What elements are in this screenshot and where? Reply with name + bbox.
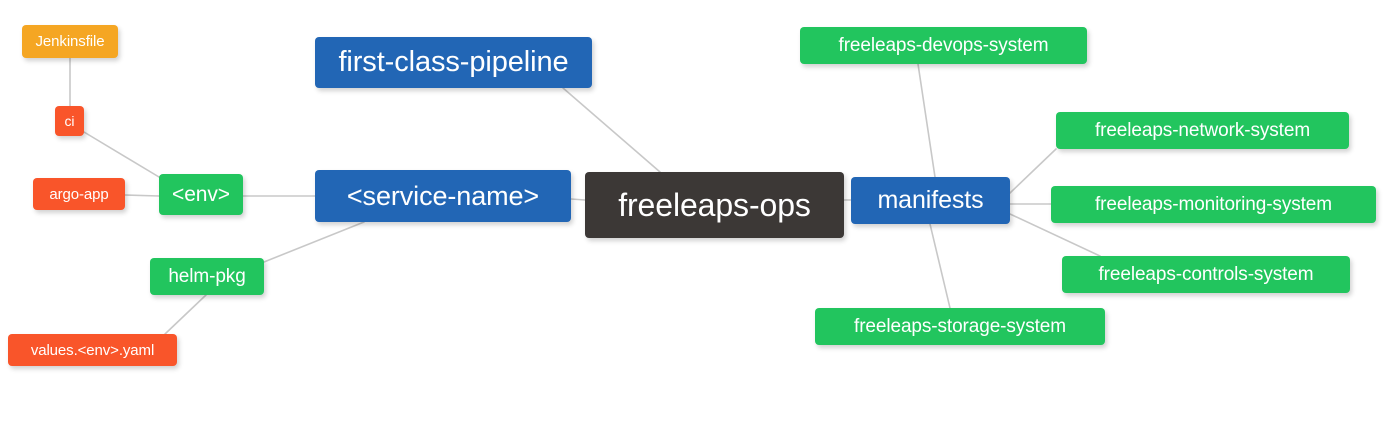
node-label-env: <env> <box>172 183 230 206</box>
node-label-ci: ci <box>64 113 75 129</box>
node-label-first-class-pipeline: first-class-pipeline <box>338 46 569 78</box>
edge-helm-pkg-to-service-name <box>263 221 365 263</box>
node-freeleaps-devops-system[interactable]: freeleaps-devops-system <box>800 27 1087 64</box>
node-label-freeleaps-monitoring-system: freeleaps-monitoring-system <box>1095 194 1332 215</box>
node-label-service-name: <service-name> <box>346 180 540 211</box>
node-label-freeleaps-network-system: freeleaps-network-system <box>1094 120 1311 141</box>
edge-ci-to-env <box>83 131 165 181</box>
node-service-name[interactable]: <service-name> <box>315 170 571 222</box>
node-values-yaml[interactable]: values.<env>.yaml <box>8 334 177 366</box>
node-label-argo-app: argo-app <box>49 185 109 203</box>
node-label-freeleaps-devops-system: freeleaps-devops-system <box>838 35 1049 56</box>
edge-service-name-to-freeleaps-ops <box>570 198 586 201</box>
node-freeleaps-monitoring-system[interactable]: freeleaps-monitoring-system <box>1051 186 1376 223</box>
edge-argo-app-to-env <box>124 194 160 197</box>
edge-manifests-to-freeleaps-devops-system <box>917 63 936 178</box>
edge-manifests-to-freeleaps-network-system <box>1009 148 1057 194</box>
node-label-manifests: manifests <box>877 186 984 214</box>
node-label-helm-pkg: helm-pkg <box>168 266 246 287</box>
edge-first-class-pipeline-to-freeleaps-ops <box>562 87 661 173</box>
node-label-values-yaml: values.<env>.yaml <box>30 341 155 359</box>
node-label-jenkinsfile: Jenkinsfile <box>35 33 105 50</box>
node-jenkinsfile[interactable]: Jenkinsfile <box>22 25 118 58</box>
node-helm-pkg[interactable]: helm-pkg <box>150 258 264 295</box>
node-manifests[interactable]: manifests <box>851 177 1010 224</box>
node-ci[interactable]: ci <box>55 106 84 136</box>
edge-values-yaml-to-helm-pkg <box>164 294 207 335</box>
node-freeleaps-controls-system[interactable]: freeleaps-controls-system <box>1062 256 1350 293</box>
node-argo-app[interactable]: argo-app <box>33 178 125 210</box>
node-label-freeleaps-ops: freeleaps-ops <box>618 187 811 223</box>
edge-manifests-to-freeleaps-storage-system <box>929 223 951 309</box>
node-freeleaps-storage-system[interactable]: freeleaps-storage-system <box>815 308 1105 345</box>
node-first-class-pipeline[interactable]: first-class-pipeline <box>315 37 592 88</box>
node-freeleaps-network-system[interactable]: freeleaps-network-system <box>1056 112 1349 149</box>
node-env[interactable]: <env> <box>159 174 243 215</box>
node-label-freeleaps-storage-system: freeleaps-storage-system <box>854 316 1066 337</box>
node-label-freeleaps-controls-system: freeleaps-controls-system <box>1098 264 1314 285</box>
node-freeleaps-ops[interactable]: freeleaps-ops <box>585 172 844 238</box>
